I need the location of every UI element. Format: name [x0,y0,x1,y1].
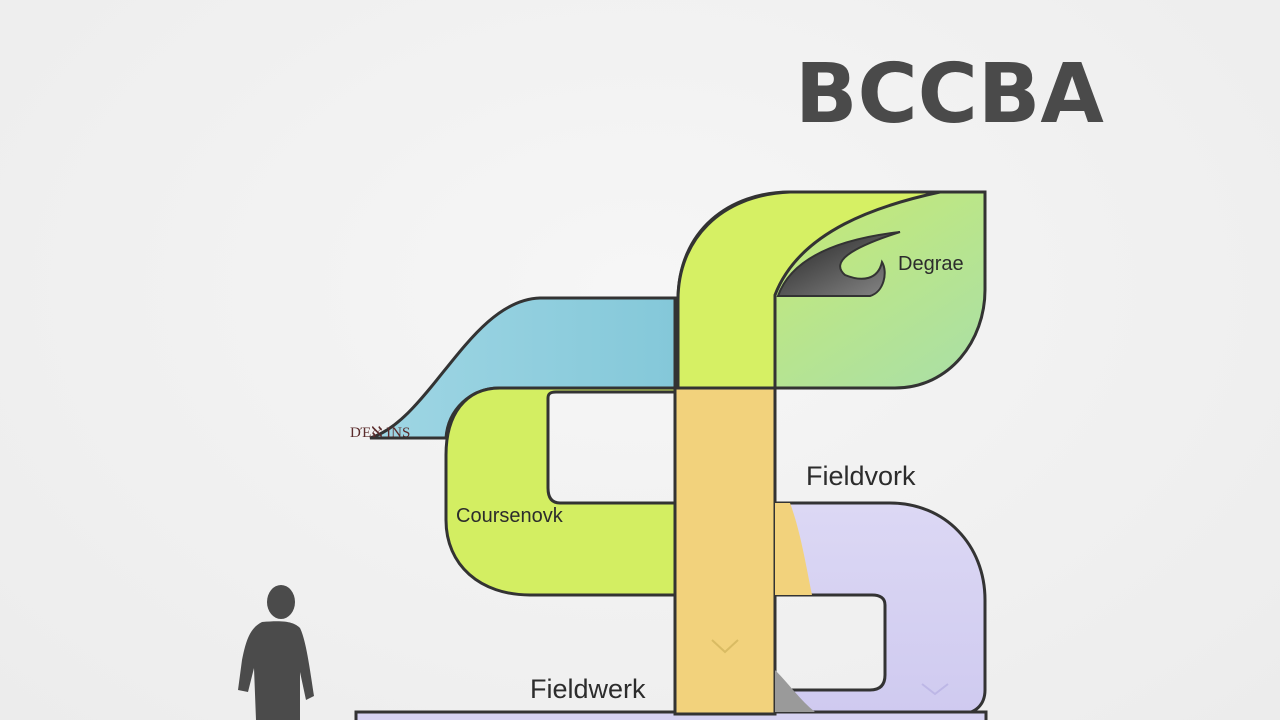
yellow-vertical-bar [673,386,777,716]
fieldwork-bottom-bar [354,710,988,720]
page-title: BCCBA [795,47,1104,142]
lime-vertical-bar [676,190,941,390]
label-fieldwork-bottom: Fieldwerk [530,674,646,704]
label-coursework: Coursenovk [456,505,564,527]
label-fieldwork-right: Fieldvork [806,461,916,491]
shadow-wedge [775,670,815,712]
degree-curl [776,231,901,297]
label-degree: Degrae [898,253,964,275]
yellow-wedge [775,503,812,595]
label-start: DΈℵ INS [350,425,410,441]
chevron-down-icon [711,639,739,654]
chevron-down-icon [921,683,949,696]
coursework-loop [444,386,677,597]
fieldwork-loop [773,501,987,716]
person-silhouette-icon [238,585,314,720]
